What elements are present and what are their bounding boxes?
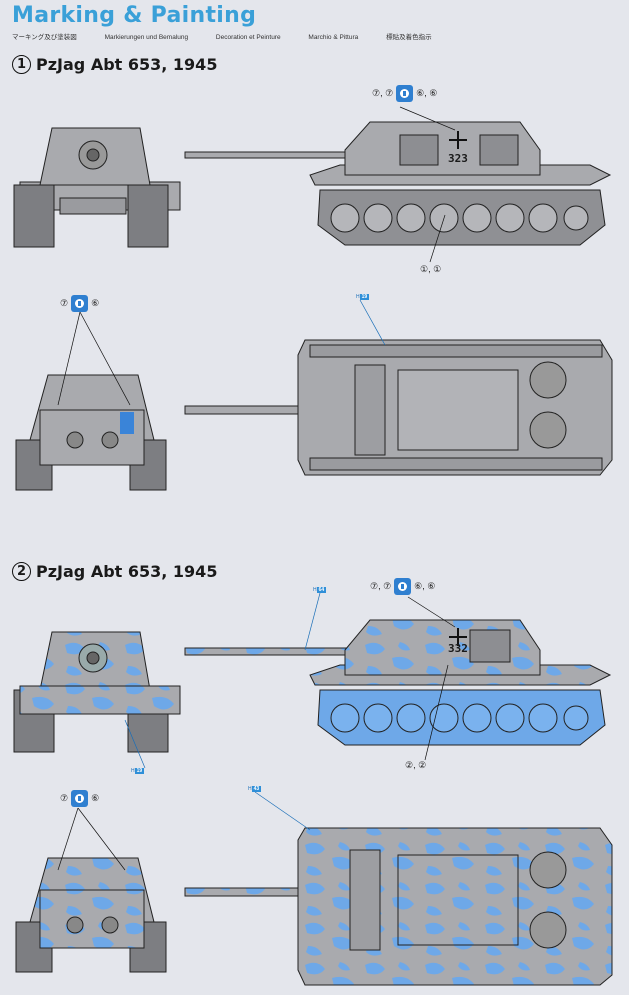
s1-side-top-ref: ⑦, ⑦ xyxy=(372,88,394,98)
s1-side-bottom-callout: ①, ① xyxy=(420,264,441,275)
s2-side-top-right-ref: ⑥, ⑥ xyxy=(414,581,436,591)
section-2-label: PzJag Abt 653, 1945 xyxy=(36,562,218,581)
s1-side-top-right-ref: ⑥, ⑥ xyxy=(416,88,438,98)
balkenkreuz-icon xyxy=(449,131,467,149)
subtitle-row: マーキング及び塗装図 Markierungen und Bemalung Dec… xyxy=(12,31,458,41)
s2-side-view xyxy=(184,619,612,746)
s1-rear-right-ref: ⑥ xyxy=(91,298,100,308)
decal-icon xyxy=(396,85,414,102)
s1-turret-number: 323 xyxy=(448,152,468,165)
s2-side-top-callout: ⑦, ⑦ ⑥, ⑥ xyxy=(370,578,435,595)
subtitle-fr: Decoration et Peinture xyxy=(215,34,281,41)
s1-front-view xyxy=(13,127,181,248)
section-1-header: 1 PzJag Abt 653, 1945 xyxy=(12,55,217,74)
s2-turret-number: 332 xyxy=(448,642,468,655)
subtitle-jp: マーキング及び塗装図 xyxy=(12,34,77,41)
s1-rear-callout: ⑦ ⑥ xyxy=(60,295,99,312)
s2-side-bottom-ref: ②, ② xyxy=(405,760,427,770)
page-title: Marking & Painting xyxy=(12,3,257,28)
s2-rear-callout: ⑦ ⑥ xyxy=(60,790,99,807)
section-1-label: PzJag Abt 653, 1945 xyxy=(36,55,218,74)
subtitle-cn: 標貼及着色指示 xyxy=(386,34,432,41)
s2-side-bottom-callout: ②, ② xyxy=(405,760,426,771)
decal-icon xyxy=(71,790,89,807)
s1-rear-left-ref: ⑦ xyxy=(60,298,69,308)
s2-top-view xyxy=(184,827,613,986)
s2-rear-view xyxy=(15,857,167,973)
s2-rear-left-ref: ⑦ xyxy=(60,793,69,803)
section-1-number: 1 xyxy=(12,55,31,74)
s2-rear-right-ref: ⑥ xyxy=(91,793,100,803)
decal-icon xyxy=(71,295,89,312)
s2-front-view xyxy=(13,631,181,753)
subtitle-de: Markierungen und Bemalung xyxy=(104,34,189,41)
s1-side-bottom-ref: ①, ① xyxy=(420,264,442,274)
s1-side-view xyxy=(184,121,612,246)
section-2-header: 2 PzJag Abt 653, 1945 xyxy=(12,562,217,581)
s1-rear-view xyxy=(15,374,167,491)
s1-top-view xyxy=(184,339,613,476)
balkenkreuz-icon xyxy=(449,628,467,646)
s1-side-top-callout: ⑦, ⑦ ⑥, ⑥ xyxy=(372,85,437,102)
subtitle-it: Marchio & Pittura xyxy=(308,34,359,41)
section-2-number: 2 xyxy=(12,562,31,581)
s2-side-top-ref: ⑦, ⑦ xyxy=(370,581,392,591)
decal-icon xyxy=(394,578,412,595)
